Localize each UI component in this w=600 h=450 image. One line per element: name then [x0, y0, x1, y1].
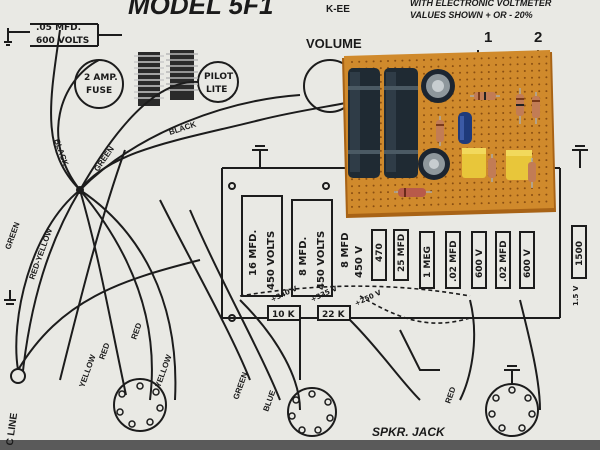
- cap-16-label: 16 MFD.: [248, 230, 259, 276]
- schematic-title: MODEL 5F1: [128, 0, 273, 20]
- resistor-2: [516, 88, 524, 124]
- cap-16-volts: 450 VOLTS: [266, 231, 277, 290]
- cap-8b-label: 8 MFD: [340, 232, 351, 268]
- resistor-5: [488, 154, 496, 182]
- res-470-label: 470: [375, 243, 385, 262]
- voltage-1-5: 1.5 V: [572, 285, 580, 306]
- blue-cap: [458, 112, 472, 144]
- res-1500-label: 1500: [575, 241, 585, 266]
- fuse-label-2: FUSE: [86, 86, 112, 96]
- note-line-1: WITH ELECTRONIC VOLTMETER: [410, 0, 552, 8]
- cap-16mfd-box: [241, 195, 283, 297]
- line-label: C LINE: [5, 412, 21, 446]
- schematic-code: K-EE: [326, 4, 350, 15]
- electrolytic-cap-small-top: [421, 69, 455, 103]
- header-pins-group: [134, 50, 198, 106]
- cap-02-label-2: .02 MFD: [499, 240, 509, 282]
- volume-label: VOLUME: [306, 36, 362, 51]
- note-line-2: VALUES SHOWN + OR - 20%: [410, 10, 533, 20]
- perfboard: [342, 50, 556, 218]
- tube-socket-left: [113, 378, 167, 432]
- input-1-label: 1: [484, 29, 492, 46]
- pilot-label-2: LITE: [206, 85, 227, 95]
- res-1500-box: [571, 225, 587, 279]
- resistor-1: [470, 92, 500, 100]
- cap-8a-volts: 450 VOLTS: [316, 231, 327, 290]
- resistor-6: [528, 158, 536, 188]
- cap-label-mfd: .05 MFD.: [36, 23, 81, 33]
- speaker-jack-label: SPKR. JACK: [372, 425, 446, 439]
- electrolytic-cap-2: [384, 68, 418, 178]
- tube-socket-mid: [287, 387, 337, 437]
- res-10k-box: [267, 305, 301, 321]
- film-cap-2: [506, 150, 532, 180]
- tube-socket-right: [485, 365, 539, 437]
- wire-bundle: [15, 29, 361, 411]
- input-2-label: 2: [534, 29, 542, 46]
- cap-02-volts-2: 600 V: [523, 249, 533, 278]
- res-22k-label: 22 K: [322, 310, 346, 320]
- film-cap-1: [462, 148, 486, 178]
- res-470-box: [371, 229, 387, 281]
- table-edge: [0, 440, 600, 450]
- wire-junction: [76, 186, 84, 194]
- res-10k-label: 10 K: [272, 310, 296, 320]
- line-terminal: [10, 368, 26, 384]
- res-22k-box: [317, 305, 351, 321]
- cap-25-label: 25 MFD: [397, 234, 407, 272]
- electrolytic-cap-small-bottom: [418, 148, 450, 180]
- electrolytic-cap-1: [348, 68, 380, 178]
- cap-02-label: .02 MFD: [449, 240, 459, 282]
- resistor-4: [436, 116, 444, 146]
- fuse-label-1: 2 AMP.: [84, 73, 118, 83]
- cap-8b-volts: 450 V: [354, 246, 365, 278]
- cap-8mfd-box: [291, 199, 333, 297]
- pilot-label-1: PILOT: [204, 72, 234, 82]
- filter-cap-group: [4, 23, 122, 47]
- cap-8a-label: 8 MFD.: [298, 237, 309, 276]
- resistor-3: [532, 92, 540, 124]
- res-1m-label: 1 MEG: [423, 246, 433, 278]
- resistor-7: [394, 188, 432, 197]
- cap-label-volts: 600 VOLTS: [36, 36, 89, 46]
- cap-02-volts: 600 V: [475, 249, 485, 278]
